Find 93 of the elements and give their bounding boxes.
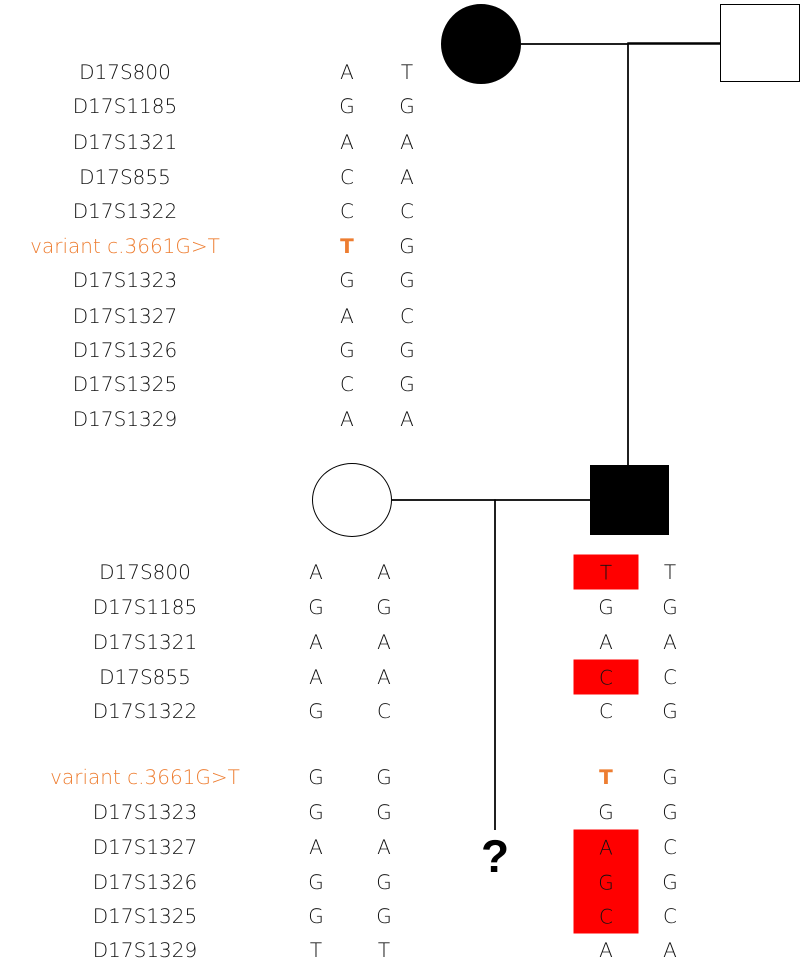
- allele: G: [339, 96, 355, 116]
- allele: A: [377, 837, 391, 857]
- allele: A: [340, 409, 354, 429]
- allele: A: [663, 632, 677, 652]
- allele: A: [377, 632, 391, 652]
- allele: T: [664, 562, 676, 582]
- marker-name: D17S1326: [92, 872, 198, 892]
- allele: G: [376, 802, 392, 822]
- allele: G: [598, 802, 614, 822]
- allele: G: [308, 701, 324, 721]
- marker-name: D17S1329: [72, 409, 178, 429]
- variant-label: variant c.3661G>T: [50, 767, 240, 787]
- allele: T: [378, 940, 390, 960]
- allele: A: [377, 562, 391, 582]
- allele: G: [339, 270, 355, 290]
- question-mark: ?: [478, 830, 512, 882]
- square-symbol: [720, 4, 800, 82]
- allele: G: [399, 236, 415, 256]
- allele: A: [400, 409, 414, 429]
- marker-name: D17S800: [79, 62, 171, 82]
- marker-name: D17S1329: [92, 940, 198, 960]
- marker-name: D17S1323: [72, 270, 178, 290]
- allele: G: [399, 96, 415, 116]
- variant-label: variant c.3661G>T: [30, 236, 220, 256]
- allele: C: [663, 906, 677, 926]
- marker-name: D17S1326: [72, 340, 178, 360]
- allele: G: [662, 872, 678, 892]
- allele: A: [309, 632, 323, 652]
- allele: A: [309, 562, 323, 582]
- marker-name: D17S1322: [92, 701, 198, 721]
- allele: A: [309, 837, 323, 857]
- allele: C: [663, 667, 677, 687]
- marker-name: D17S1321: [72, 132, 178, 152]
- allele: A: [340, 62, 354, 82]
- allele: C: [400, 306, 414, 326]
- allele: G: [399, 340, 415, 360]
- marker-name: D17S1327: [92, 837, 198, 857]
- allele: T: [310, 940, 322, 960]
- allele: A: [377, 667, 391, 687]
- marker-name: D17S1185: [92, 597, 198, 617]
- allele: T: [400, 62, 414, 82]
- allele: A: [599, 632, 613, 652]
- allele: G: [376, 597, 392, 617]
- allele: C: [599, 701, 613, 721]
- allele: A: [340, 306, 354, 326]
- allele: G: [308, 802, 324, 822]
- highlighted-allele: T: [574, 554, 638, 590]
- allele: G: [376, 767, 392, 787]
- marker-name: D17S1327: [72, 306, 178, 326]
- marker-name: D17S1323: [92, 802, 198, 822]
- allele: G: [662, 767, 678, 787]
- allele: G: [308, 597, 324, 617]
- allele: C: [400, 201, 414, 221]
- marker-name: D17S1325: [92, 906, 198, 926]
- marker-name: D17S800: [99, 562, 191, 582]
- highlighted-allele: G: [574, 864, 638, 900]
- pedigree-line: [627, 42, 720, 465]
- allele: G: [376, 872, 392, 892]
- allele: G: [308, 906, 324, 926]
- allele: G: [376, 906, 392, 926]
- allele: A: [340, 132, 354, 152]
- allele: G: [308, 767, 324, 787]
- allele: G: [662, 597, 678, 617]
- allele: C: [340, 167, 354, 187]
- allele: C: [663, 837, 677, 857]
- allele: G: [598, 597, 614, 617]
- highlighted-allele: C: [574, 898, 638, 934]
- allele: G: [308, 872, 324, 892]
- allele: A: [599, 940, 613, 960]
- allele: C: [340, 374, 354, 394]
- allele: G: [339, 340, 355, 360]
- marker-name: D17S1325: [72, 374, 178, 394]
- allele: G: [662, 701, 678, 721]
- pedigree-line: [494, 499, 590, 830]
- marker-name: D17S855: [99, 667, 191, 687]
- marker-name: D17S1321: [92, 632, 198, 652]
- marker-name: D17S855: [79, 167, 171, 187]
- allele: A: [400, 132, 414, 152]
- allele: A: [400, 167, 414, 187]
- square-symbol: [590, 465, 669, 535]
- variant-allele: T: [340, 236, 354, 256]
- highlighted-allele: A: [574, 830, 638, 864]
- variant-allele: T: [599, 767, 613, 787]
- allele: G: [399, 374, 415, 394]
- allele: A: [309, 667, 323, 687]
- allele: C: [377, 701, 391, 721]
- allele: G: [399, 270, 415, 290]
- marker-name: D17S1185: [72, 96, 178, 116]
- marker-name: D17S1322: [72, 201, 178, 221]
- allele: C: [340, 201, 354, 221]
- allele: G: [662, 802, 678, 822]
- highlighted-allele: C: [574, 660, 638, 694]
- allele: A: [663, 940, 677, 960]
